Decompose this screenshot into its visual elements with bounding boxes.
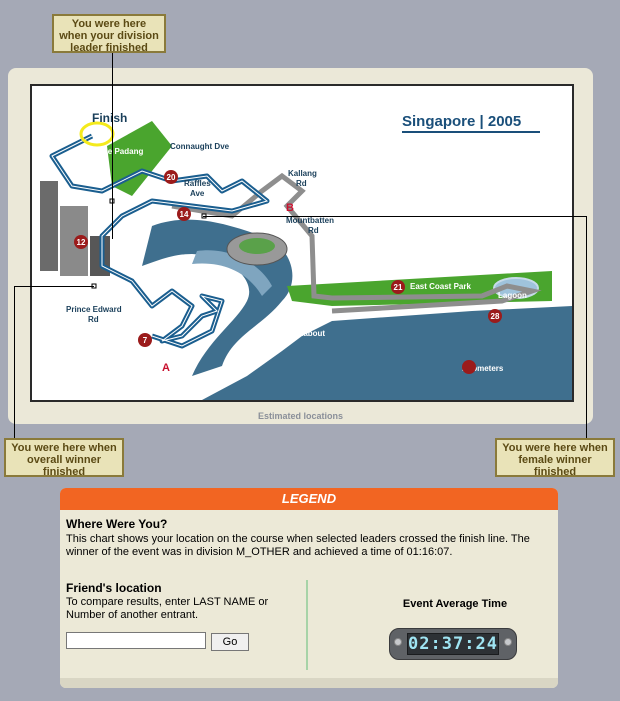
legend-header: LEGEND	[60, 488, 558, 510]
finish-label: Finish	[92, 111, 127, 125]
km-label-20: 20	[167, 173, 176, 182]
friend-location-title: Friend's location	[66, 581, 162, 595]
leader-line-overall-v	[14, 286, 15, 438]
go-button[interactable]: Go	[211, 633, 249, 651]
map-frame: Singapore | 2005 Finish The Padang Conna…	[8, 68, 593, 424]
label-mountbatten-2: Rd	[308, 226, 319, 235]
km-marker-20	[164, 170, 178, 184]
callout-female-winner: You were here when female winner finishe…	[495, 438, 615, 478]
map-title: Singapore | 2005	[402, 113, 521, 130]
stadium-field	[239, 238, 275, 254]
label-kallang-2: Rd	[296, 179, 307, 188]
course-map-svg: Singapore | 2005 Finish The Padang Conna…	[32, 86, 572, 400]
km-label-28: 28	[491, 312, 500, 321]
estimated-locations-label: Estimated locations	[257, 411, 344, 421]
callout-female-winner-text: You were here when female winner finishe…	[502, 442, 608, 478]
leader-line-female-v	[586, 216, 587, 438]
leader-line-overall-h	[14, 286, 94, 287]
leader-line-division	[112, 53, 113, 239]
km-marker-14	[177, 207, 191, 221]
average-time-value: 02:37:24	[407, 633, 499, 655]
label-kilometers: Kilometers	[462, 364, 504, 373]
clock-screw-left-icon	[394, 638, 402, 646]
km-marker-12	[74, 235, 88, 249]
friend-name-input[interactable]	[66, 632, 206, 649]
km-label-12: 12	[77, 238, 86, 247]
label-raffles-2: Ave	[190, 189, 205, 198]
km-label-7: 7	[143, 336, 148, 345]
label-mountbatten-1: Mountbatten	[286, 216, 334, 225]
label-padang: The Padang	[98, 147, 143, 156]
label-fort-rd-1: Fort Rd	[290, 319, 319, 328]
where-were-you-title: Where Were You?	[66, 517, 168, 531]
km-marker-21	[391, 280, 405, 294]
callout-overall-winner-text: You were here when overall winner finish…	[11, 442, 117, 478]
where-were-you-text: This chart shows your location on the co…	[66, 533, 530, 558]
label-fort-rd-2: Roundabout	[278, 329, 325, 338]
event-average-time-title: Event Average Time	[402, 598, 508, 610]
callout-overall-winner: You were here when overall winner finish…	[4, 438, 124, 478]
friend-location-text: To compare results, enter LAST NAME or N…	[66, 596, 269, 621]
label-connaught: Connaught Dve	[170, 142, 230, 151]
clock-screw-right-icon	[504, 638, 512, 646]
legend-footer-bar	[60, 678, 558, 688]
label-east-coast: East Coast Park	[410, 282, 471, 291]
label-raffles-1: Raffles	[184, 179, 211, 188]
callout-division-leader: You were here when your division leader …	[52, 14, 166, 54]
label-lagoon: Lagoon	[498, 291, 527, 300]
label-prince-edward-2: Rd	[88, 315, 99, 324]
label-prince-edward-1: Prince Edward	[66, 305, 122, 314]
route-return	[171, 172, 542, 314]
km-label-14: 14	[180, 210, 189, 219]
km-marker-7	[138, 333, 152, 347]
km-label-21: 21	[394, 283, 403, 292]
average-time-clock: 02:37:24	[389, 628, 517, 660]
friend-location-section: Friend's location To compare results, en…	[66, 581, 296, 651]
km-marker-28	[488, 309, 502, 323]
point-a: A	[162, 362, 170, 374]
building-1	[40, 181, 58, 271]
padang-park	[107, 121, 172, 196]
point-b: B	[286, 202, 294, 214]
land-area	[32, 86, 572, 400]
where-were-you-section: Where Were You? This chart shows your lo…	[66, 517, 556, 559]
course-map: Singapore | 2005 Finish The Padang Conna…	[30, 84, 574, 402]
callout-division-leader-text: You were here when your division leader …	[59, 18, 159, 54]
km-legend-marker	[462, 360, 476, 374]
water-shallow	[192, 250, 272, 296]
legend-panel: LEGEND Where Were You? This chart shows …	[60, 488, 558, 688]
label-kallang-1: Kallang	[288, 169, 317, 178]
leader-line-female-h	[203, 216, 586, 217]
section-divider	[306, 580, 308, 670]
finish-marker	[79, 121, 115, 147]
